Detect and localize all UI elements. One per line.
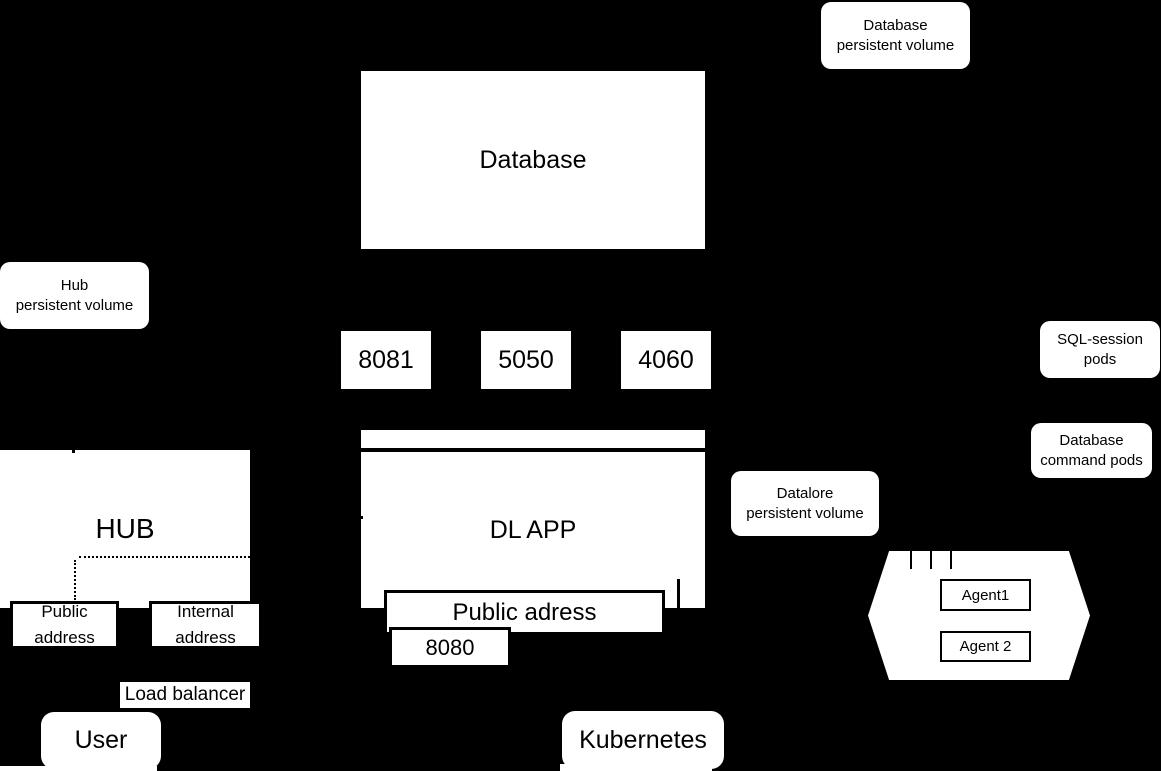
dl-app-node: DL APP xyxy=(361,452,705,608)
connector-tick-dl-app-left xyxy=(358,516,363,519)
kubernetes-label: Kubernetes xyxy=(579,725,707,754)
database-command-pods-node: Database command pods xyxy=(1031,423,1152,478)
dotted-line-vertical xyxy=(74,560,76,600)
agent1-node: Agent1 xyxy=(940,579,1031,611)
port-8080-node: 8080 xyxy=(389,627,511,668)
database-persistent-volume-label: Database persistent volume xyxy=(836,16,955,54)
connector-tick-hexagon-1 xyxy=(910,551,912,569)
user-label: User xyxy=(74,726,128,754)
port-4060-node: 4060 xyxy=(621,331,711,389)
connector-tick-hexagon-2 xyxy=(930,551,932,569)
database-node: Database xyxy=(361,71,705,249)
datalore-persistent-volume-label: Datalore persistent volume xyxy=(746,484,864,522)
load-balancer-node: Load balancer xyxy=(120,682,250,708)
connector-tick-hexagon-3 xyxy=(950,551,952,569)
database-command-pods-label: Database command pods xyxy=(1040,431,1143,469)
connector-tick-dl-app-bottom-right xyxy=(677,579,680,609)
datalore-persistent-volume-node: Datalore persistent volume xyxy=(731,471,879,536)
dl-app-top-bar xyxy=(361,430,705,448)
agent1-label: Agent1 xyxy=(961,586,1010,604)
port-5050-node: 5050 xyxy=(481,331,571,389)
hub-label: HUB xyxy=(95,513,155,544)
load-balancer-label: Load balancer xyxy=(124,684,246,705)
hub-persistent-volume-label: Hub persistent volume xyxy=(15,276,134,314)
port-4060-label: 4060 xyxy=(638,345,694,374)
hub-public-address-node: Public address xyxy=(10,601,119,649)
hub-node: HUB xyxy=(0,450,250,608)
port-5050-label: 5050 xyxy=(498,345,554,374)
port-8081-label: 8081 xyxy=(358,345,414,374)
sql-session-pods-node: SQL-session pods xyxy=(1040,321,1160,378)
agent2-label: Agent 2 xyxy=(959,638,1012,655)
dotted-line-horizontal xyxy=(79,556,250,558)
port-8080-label: 8080 xyxy=(425,634,475,660)
hub-internal-address-label: Internal address xyxy=(175,602,236,647)
database-persistent-volume-node: Database persistent volume xyxy=(821,2,970,69)
hub-internal-address-node: Internal address xyxy=(149,601,262,649)
connector-tick-hub-top xyxy=(72,448,75,453)
kubernetes-node: Kubernetes xyxy=(562,711,724,769)
database-label: Database xyxy=(479,145,587,174)
public-adress-label: Public adress xyxy=(452,598,597,626)
hub-public-address-label: Public address xyxy=(34,602,95,647)
user-node: User xyxy=(41,712,161,769)
dl-app-label: DL APP xyxy=(489,515,577,544)
port-8081-node: 8081 xyxy=(341,331,431,389)
agent2-node: Agent 2 xyxy=(940,631,1031,662)
sql-session-pods-label: SQL-session pods xyxy=(1057,330,1143,368)
hub-persistent-volume-node: Hub persistent volume xyxy=(0,262,149,329)
